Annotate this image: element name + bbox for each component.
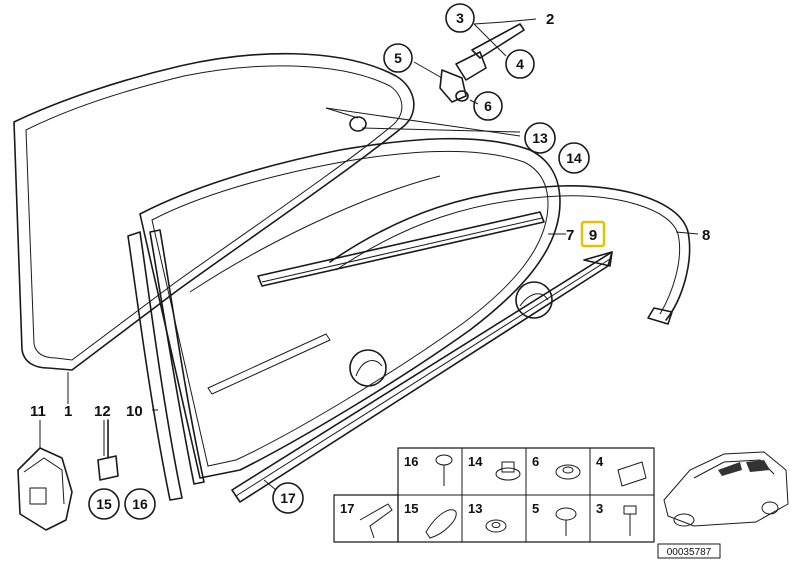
callout-3[interactable]: 3 [445,3,475,33]
clip-part-13[interactable] [349,116,367,132]
grid-label-16: 16 [404,454,418,469]
callout-17[interactable]: 17 [272,482,304,514]
grid-label-3: 3 [596,501,603,516]
quarter-glass-part-1[interactable] [13,52,415,371]
callout-6[interactable]: 6 [473,91,503,121]
guide-rail-part-10[interactable] [127,231,183,501]
leader-lines [39,18,699,491]
emblem-detail-1 [349,349,387,387]
grid-label-17: 17 [340,501,354,516]
grid-label-13: 13 [468,501,482,516]
grid-label-14: 14 [468,454,483,469]
grid-label-15: 15 [404,501,418,516]
label-10: 10 [126,403,143,420]
parts-grid [333,447,655,543]
bracket-clip-icon [359,503,393,539]
label-2: 2 [546,11,554,28]
emblem-detail-2 [515,281,553,319]
label-8: 8 [702,227,710,244]
grid-label-5: 5 [532,501,539,516]
label-12: 12 [94,403,111,420]
svg-text:00035787: 00035787 [667,547,712,558]
car-thumbnail [663,451,789,527]
washer-icon [555,464,581,480]
callout-5[interactable]: 5 [383,43,413,73]
svg-text:9: 9 [589,227,597,244]
svg-text:17: 17 [280,490,296,506]
callout-15[interactable]: 15 [88,488,120,520]
label-1: 1 [64,403,72,420]
svg-text:3: 3 [456,10,464,26]
svg-text:16: 16 [132,496,148,512]
bolt-icon [623,505,637,536]
grid-label-6: 6 [532,454,539,469]
callout-16[interactable]: 16 [124,488,156,520]
guide-rail-inner[interactable] [149,229,205,485]
svg-text:13: 13 [532,130,548,146]
callout-4[interactable]: 4 [505,49,535,79]
highlighted-label-9[interactable]: 9 [580,220,606,248]
regulator-motor-part-11[interactable] [17,447,73,531]
svg-text:15: 15 [96,496,112,512]
frame-seal-part-8[interactable] [329,185,691,325]
svg-text:14: 14 [566,150,582,166]
callout-14[interactable]: 14 [558,142,590,174]
outer-sill-strip-part-17[interactable] [231,251,613,503]
thin-strip[interactable] [207,333,331,395]
callout-13[interactable]: 13 [524,122,556,154]
glass-channel-part-7[interactable] [257,211,545,287]
label-7: 7 [566,227,574,244]
svg-text:6: 6 [484,98,492,114]
screw-icon [435,454,453,486]
pin-part-12[interactable] [97,419,119,481]
svg-text:4: 4 [516,56,524,72]
grid-label-4: 4 [596,454,604,469]
door-glass[interactable] [139,137,561,479]
flat-washer-icon [485,519,507,533]
nut-icon [495,461,521,481]
label-11: 11 [30,403,46,420]
bracket-assembly-part-2[interactable] [439,23,525,103]
diagram-code-box: 00035787 [657,543,721,559]
svg-text:5: 5 [394,50,402,66]
cable-clip-icon [425,509,457,539]
star-screw-icon [555,507,577,536]
clip-icon [617,461,647,487]
